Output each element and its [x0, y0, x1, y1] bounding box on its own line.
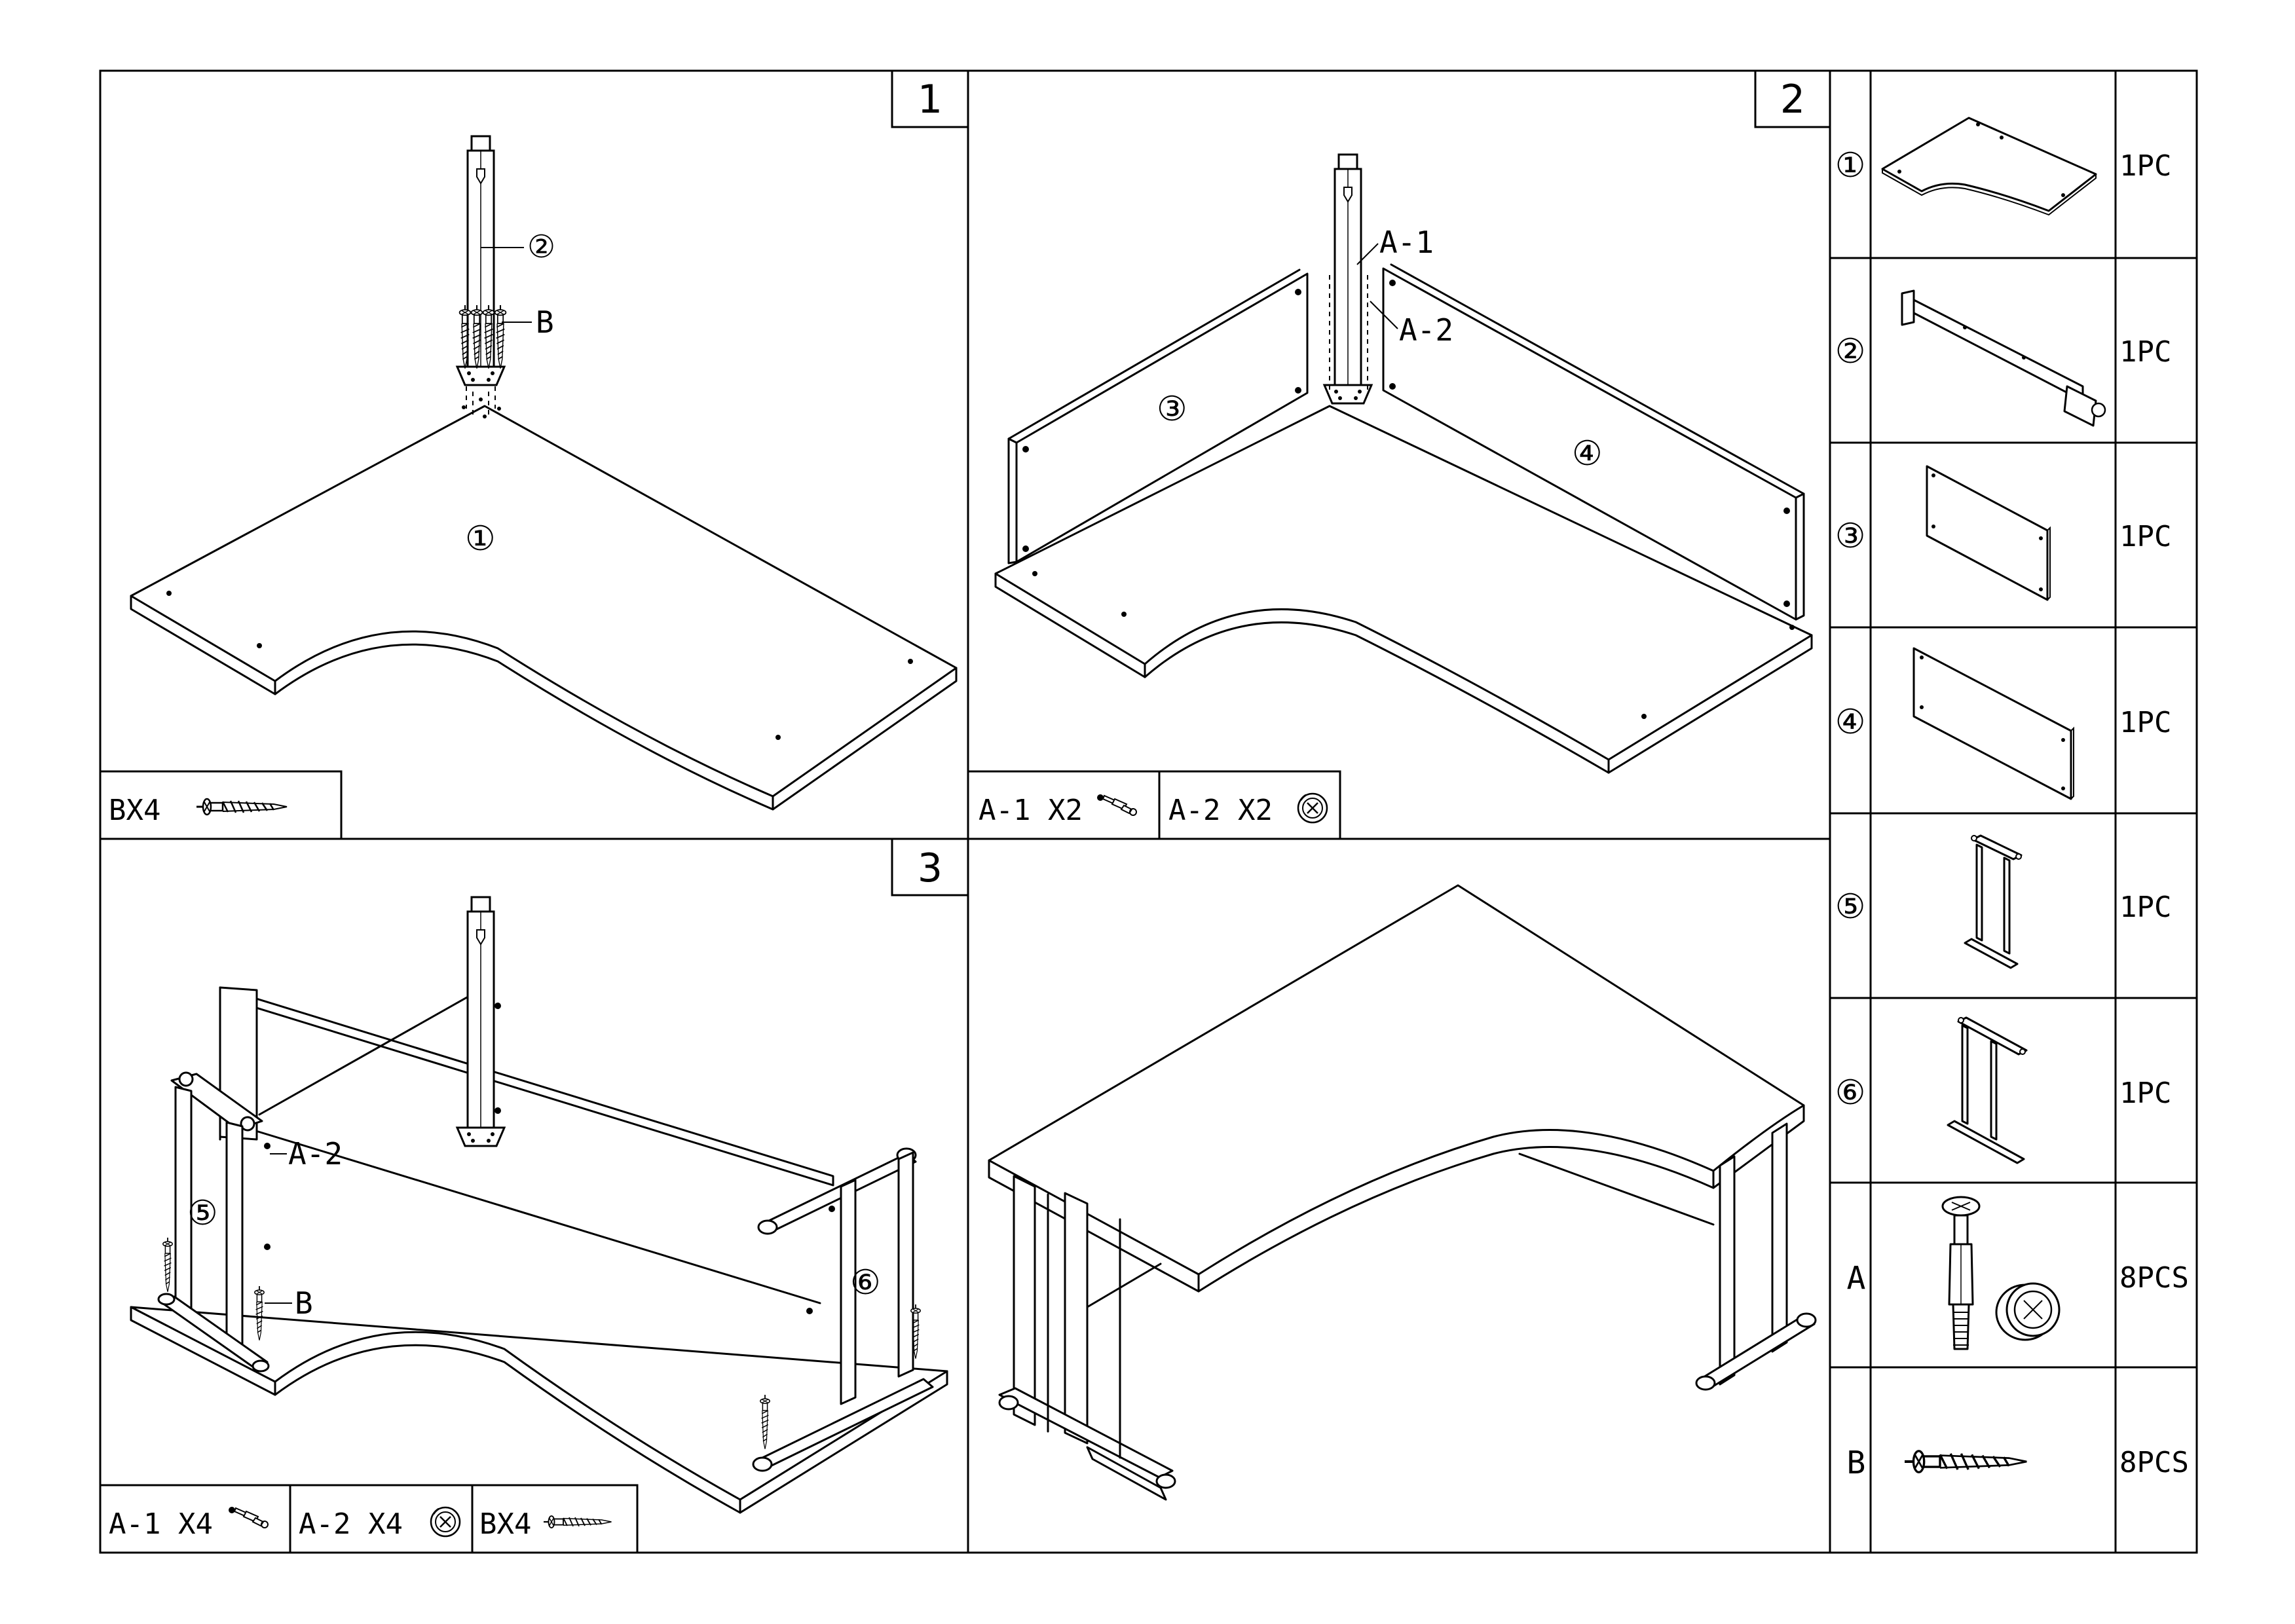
cam-lock-icon [1297, 792, 1328, 824]
part-qty: 1PC [2119, 706, 2171, 739]
step-1-panel: 1 [99, 69, 969, 840]
part-id: ③ [1835, 517, 1866, 556]
hardware-label: A-2 X2 [1168, 794, 1273, 827]
left-c-frame-leg-icon [1964, 834, 2023, 969]
part-qty: 1PC [2119, 335, 2171, 369]
finished-desk [988, 884, 1817, 1501]
part-id: ⑤ [1835, 887, 1866, 927]
callout-part-4: ④ [1572, 434, 1603, 473]
step-number-box: 2 [1754, 69, 1831, 128]
part-qty: 1PC [2119, 149, 2171, 183]
callout-screw-b: B [295, 1285, 313, 1321]
short-modesty-panel-icon [1926, 465, 2051, 601]
support-leg-icon [1901, 289, 2106, 427]
support-leg [1323, 153, 1373, 405]
parts-row: ④ 1PC [1835, 647, 2171, 800]
parts-row: ③ 1PC [1835, 465, 2171, 601]
corner-desktop [994, 405, 1813, 774]
part-qty: 1PC [2119, 1077, 2171, 1110]
corner-desktop [130, 1306, 948, 1514]
cam-fitting-icon [1941, 1196, 2061, 1350]
hardware-box: A-2 X2 [1158, 770, 1341, 840]
step-2-panel: 2 [967, 69, 1831, 840]
right-c-frame-leg [752, 1147, 934, 1472]
part-id: A [1847, 1260, 1866, 1297]
callout-part-5: ⑤ [187, 1194, 218, 1233]
part-id: B [1847, 1445, 1866, 1481]
hardware-label: A-1 X2 [979, 794, 1083, 827]
finished-desk-panel [988, 884, 1817, 1501]
cam-bolt-icon [228, 1506, 269, 1528]
parts-row: A 8PCS [1847, 1196, 2189, 1350]
parts-row: ② 1PC [1835, 289, 2171, 427]
corner-desktop-icon [1881, 117, 2097, 216]
screw-icon [195, 798, 288, 816]
hardware-label: BX4 [109, 794, 160, 827]
cam-lock-icon [430, 1506, 461, 1538]
step-3-panel: 3 [99, 838, 969, 1554]
modesty-panel-short [1007, 268, 1309, 564]
parts-row: B 8PCS [1847, 1445, 2189, 1481]
step-number: 1 [918, 77, 942, 122]
callout-part-6: ⑥ [850, 1263, 881, 1302]
hardware-box: A-2 X4 [289, 1484, 474, 1554]
step-number-box: 1 [891, 69, 969, 128]
parts-row: ⑥ 1PC [1835, 1016, 2171, 1164]
callout-part-2: ② [527, 229, 555, 265]
part-qty: 1PC [2119, 891, 2171, 924]
left-c-frame-leg [157, 1071, 270, 1373]
part-qty: 8PCS [2119, 1261, 2189, 1295]
hardware-label: BX4 [479, 1507, 531, 1541]
right-c-frame-leg-icon [1947, 1016, 2028, 1164]
callout-cam-bolt: A-1 [1379, 225, 1434, 260]
parts-row: ① 1PC [1835, 117, 2171, 216]
callout-cam-lock: A-2 [288, 1136, 343, 1172]
cam-bolt-icon [1096, 794, 1137, 816]
hardware-box: BX4 [471, 1484, 639, 1554]
hardware-box: A-1 X4 [99, 1484, 291, 1554]
hardware-box: A-1 X2 [967, 770, 1161, 840]
callout-screw-b: B [536, 304, 554, 340]
part-id: ④ [1835, 703, 1866, 742]
part-id: ⑥ [1835, 1073, 1866, 1113]
long-modesty-panel-icon [1912, 647, 2074, 800]
support-leg [456, 135, 506, 419]
parts-list: ① 1PC ② 1PC ③ [1830, 71, 2197, 1553]
step-number: 3 [918, 845, 942, 891]
wood-screw-icon [1905, 1451, 2026, 1472]
callout-part-3: ③ [1157, 390, 1187, 429]
step-number-box: 3 [891, 838, 969, 896]
part-qty: 1PC [2119, 520, 2171, 553]
corner-desktop [130, 397, 958, 811]
part-qty: 8PCS [2119, 1446, 2189, 1479]
callout-cam-lock: A-2 [1399, 312, 1453, 348]
step-number: 2 [1780, 77, 1805, 122]
part-id: ① [1835, 146, 1866, 185]
modesty-panel-long [1382, 263, 1805, 621]
screw-icon [542, 1515, 612, 1529]
part-id: ② [1835, 332, 1866, 371]
callout-part-1: ① [465, 519, 496, 559]
hardware-label: A-2 X4 [299, 1507, 403, 1541]
hardware-box: BX4 [99, 770, 343, 840]
parts-row: ⑤ 1PC [1835, 834, 2171, 969]
hardware-label: A-1 X4 [109, 1507, 213, 1541]
